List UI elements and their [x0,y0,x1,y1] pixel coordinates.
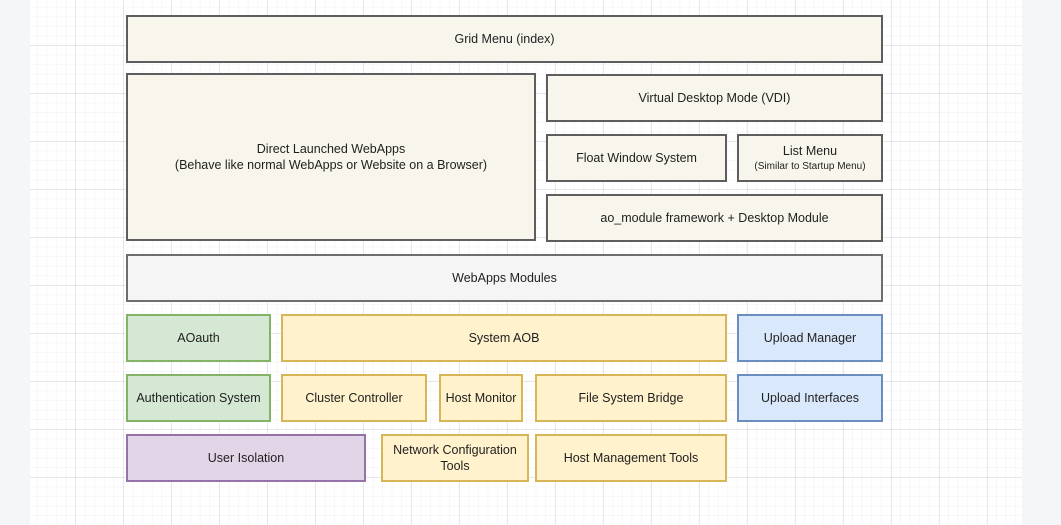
node-label: WebApps Modules [452,270,557,286]
node-system-aob[interactable]: System AOB [281,314,727,362]
node-sublabel: (Behave like normal WebApps or Website o… [175,157,487,173]
node-user-isolation[interactable]: User Isolation [126,434,366,482]
node-sublabel: (Similar to Startup Menu) [754,160,865,173]
node-authentication-system[interactable]: Authentication System [126,374,271,422]
node-label: Direct Launched WebApps [257,141,405,157]
node-upload-interfaces[interactable]: Upload Interfaces [737,374,883,422]
node-label: File System Bridge [579,390,684,406]
node-label: Upload Manager [764,330,856,346]
node-label: Host Management Tools [564,450,699,466]
node-label: System AOB [469,330,540,346]
node-file-system-bridge[interactable]: File System Bridge [535,374,727,422]
node-label: Authentication System [136,390,260,406]
node-label: AOauth [177,330,219,346]
node-direct-launched-webapps[interactable]: Direct Launched WebApps (Behave like nor… [126,73,536,241]
node-label: List Menu [783,143,837,159]
node-grid-menu[interactable]: Grid Menu (index) [126,15,883,63]
node-webapps-modules[interactable]: WebApps Modules [126,254,883,302]
node-virtual-desktop-mode[interactable]: Virtual Desktop Mode (VDI) [546,74,883,122]
node-label: Upload Interfaces [761,390,859,406]
node-label: Grid Menu (index) [454,31,554,47]
node-ao-module-framework[interactable]: ao_module framework + Desktop Module [546,194,883,242]
node-host-monitor[interactable]: Host Monitor [439,374,523,422]
node-label: Network Configuration Tools [387,442,523,475]
node-network-configuration-tools[interactable]: Network Configuration Tools [381,434,529,482]
node-label: User Isolation [208,450,284,466]
node-label: Host Monitor [446,390,517,406]
node-list-menu[interactable]: List Menu (Similar to Startup Menu) [737,134,883,182]
node-label: ao_module framework + Desktop Module [600,210,828,226]
node-cluster-controller[interactable]: Cluster Controller [281,374,427,422]
node-host-management-tools[interactable]: Host Management Tools [535,434,727,482]
node-label: Float Window System [576,150,697,166]
node-float-window-system[interactable]: Float Window System [546,134,727,182]
node-label: Cluster Controller [305,390,402,406]
node-label: Virtual Desktop Mode (VDI) [639,90,791,106]
node-upload-manager[interactable]: Upload Manager [737,314,883,362]
node-aoauth[interactable]: AOauth [126,314,271,362]
